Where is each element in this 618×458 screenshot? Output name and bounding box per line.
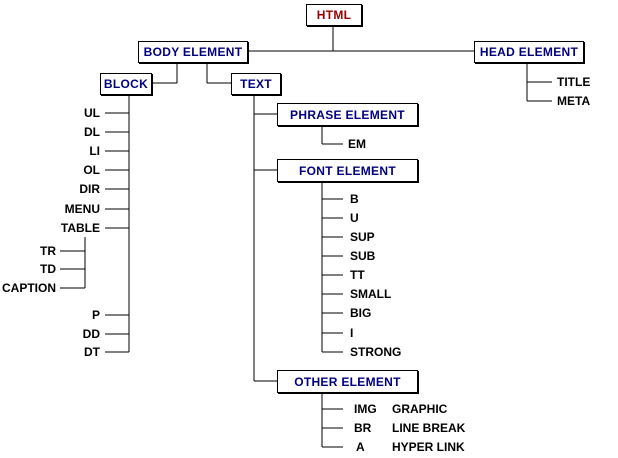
node-block-label: BLOCK [103, 77, 149, 91]
leaf-i: I [350, 326, 354, 340]
leaf-img-desc: GRAPHIC [392, 402, 448, 416]
leaf-img: IMG [354, 402, 377, 416]
leaf-p: P [91, 308, 100, 322]
leaf-meta: META [557, 94, 591, 108]
node-phrase-element: PHRASE ELEMENT [277, 103, 418, 126]
leaf-a: A [356, 440, 365, 454]
leaf-sub: SUB [350, 249, 376, 263]
leaf-tt: TT [350, 268, 365, 282]
leaf-li: LI [89, 144, 100, 158]
node-html: HTML [306, 4, 362, 26]
leaf-tr: TR [40, 244, 56, 258]
leaf-b: B [350, 192, 359, 206]
node-block: BLOCK [100, 73, 152, 95]
leaf-dir: DIR [79, 182, 100, 196]
leaf-menu: MENU [64, 202, 100, 216]
leaf-ol: OL [83, 163, 100, 177]
leaf-u: U [350, 211, 359, 225]
leaf-br: BR [354, 421, 372, 435]
node-text: TEXT [231, 73, 281, 95]
node-other-label: OTHER ELEMENT [294, 374, 401, 389]
node-head-label: HEAD ELEMENT [479, 45, 579, 59]
leaf-em: EM [348, 137, 366, 151]
node-text-label: TEXT [240, 77, 272, 91]
node-body-label: BODY ELEMENT [143, 45, 243, 59]
node-phrase-label: PHRASE ELEMENT [290, 107, 405, 122]
leaf-br-desc: LINE BREAK [392, 421, 466, 435]
leaf-dt: DT [84, 345, 100, 359]
leaf-big: BIG [350, 306, 372, 320]
leaf-small: SMALL [350, 287, 392, 301]
node-html-label: HTML [316, 8, 352, 22]
leaf-sup: SUP [350, 230, 375, 244]
leaf-td: TD [40, 262, 56, 276]
leaf-dl: DL [84, 125, 100, 139]
leaf-caption: CAPTION [2, 281, 56, 295]
leaf-title: TITLE [557, 75, 591, 89]
leaf-table: TABLE [60, 221, 100, 235]
leaf-ul: UL [84, 106, 100, 120]
node-head-element: HEAD ELEMENT [474, 41, 584, 63]
leaf-strong: STRONG [350, 345, 402, 359]
leaf-a-desc: HYPER LINK [392, 440, 465, 454]
node-font-label: FONT ELEMENT [299, 163, 396, 178]
node-other-element: OTHER ELEMENT [277, 370, 418, 393]
leaf-dd: DD [82, 327, 100, 341]
node-body-element: BODY ELEMENT [138, 41, 248, 63]
node-font-element: FONT ELEMENT [277, 159, 418, 182]
